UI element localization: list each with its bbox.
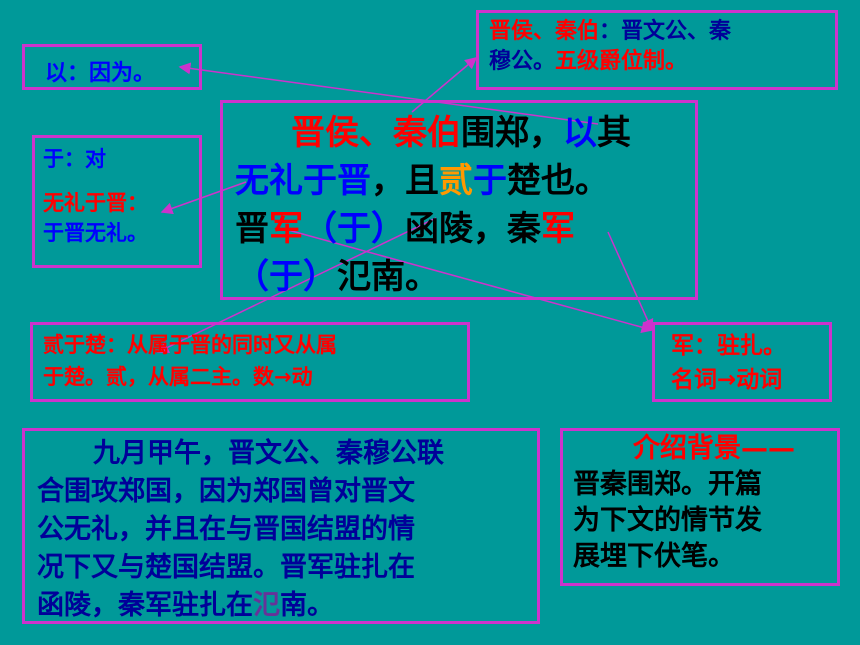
main-text: 函陵，秦: [405, 209, 541, 249]
main-text: 楚也。: [507, 161, 609, 201]
translation-line-4: 况下又与楚国结盟。晋军驻扎在: [37, 552, 415, 583]
main-text: 氾南。: [337, 257, 439, 297]
main-word-yu-omitted-2: （于）: [235, 257, 337, 297]
translation-line-5: 函陵，秦军驻扎在氾南。: [37, 587, 529, 625]
note-jin-system: 五级爵位制。: [555, 49, 688, 74]
note-jin-line2: 穆公。五级爵位制。: [489, 47, 835, 77]
background-line-2: 为下文的情节发: [573, 505, 762, 536]
main-line-2: 无礼于晋，且贰于楚也。: [235, 157, 695, 205]
main-word-yu-omitted-1: （于）: [303, 209, 405, 249]
note-yi-text: 以：因为。: [45, 61, 156, 86]
main-text: 其: [597, 113, 631, 153]
note-er-line2: 于楚。贰，从属二主。数→动: [43, 365, 313, 389]
translation-line-3: 公无礼，并且在与晋国结盟的情: [37, 514, 415, 545]
main-line-3: 晋军（于）函陵，秦军: [235, 205, 695, 253]
main-line-4: （于）氾南。: [235, 253, 695, 301]
note-jun: 军：驻扎。 名词→动词: [652, 322, 832, 402]
note-yu: 于：对 无礼于晋： 于晋无礼。: [32, 135, 202, 268]
main-word-yi: 以: [563, 113, 597, 153]
main-text: 围郑，: [461, 113, 563, 153]
background-dash: ——: [741, 433, 795, 464]
note-yu-line1: 于：对: [43, 147, 106, 171]
note-jin-line1: 晋侯、秦伯：晋文公、秦: [489, 17, 835, 47]
background-line-1: 晋秦围郑。开篇: [573, 469, 762, 500]
main-word-jun-1: 军: [269, 209, 303, 249]
translation-box: 九月甲午，晋文公、秦穆公联 合围攻郑国，因为郑国曾对晋文 公无礼，并且在与晋国结…: [22, 428, 540, 624]
note-yi: 以：因为。: [22, 44, 202, 90]
note-jin: 晋侯、秦伯：晋文公、秦 穆公。五级爵位制。: [476, 10, 838, 90]
translation-word-fan: 氾: [253, 590, 280, 621]
translation-line-1: 九月甲午，晋文公、秦穆公联: [93, 438, 444, 469]
main-word-yu: 于: [473, 161, 507, 201]
note-jun-line1: 军：驻扎。: [671, 333, 786, 359]
translation-text: 南。: [280, 590, 334, 621]
main-word-wuli: 无礼于晋: [235, 161, 371, 201]
main-passage: 晋侯、秦伯围郑，以其 无礼于晋，且贰于楚也。 晋军（于）函陵，秦军 （于）氾南。: [220, 100, 698, 300]
note-yu-line3: 于晋无礼。: [43, 221, 148, 245]
note-jin-def2: 穆公。: [489, 49, 556, 74]
note-jin-term: 晋侯、秦伯: [489, 19, 600, 44]
translation-text: 函陵，秦军驻扎在: [37, 590, 253, 621]
main-word-jinhou: 晋侯、秦伯: [291, 113, 461, 153]
main-line-1: 晋侯、秦伯围郑，以其: [235, 109, 695, 157]
note-jin-def: ：晋文公、秦: [599, 19, 732, 44]
background-line-3: 展埋下伏笔。: [573, 541, 735, 572]
main-word-jun-2: 军: [541, 209, 575, 249]
main-text: ，且: [371, 161, 439, 201]
main-text: 晋: [235, 209, 269, 249]
main-word-er: 贰: [439, 161, 473, 201]
note-er: 贰于楚：从属于晋的同时又从属 于楚。贰，从属二主。数→动: [30, 322, 470, 402]
background-box: 介绍背景—— 晋秦围郑。开篇 为下文的情节发 展埋下伏笔。: [560, 428, 840, 586]
background-title: 介绍背景: [633, 433, 741, 464]
note-yu-line2: 无礼于晋：: [43, 191, 148, 215]
note-jun-line2: 名词→动词: [671, 367, 783, 393]
note-er-line1: 贰于楚：从属于晋的同时又从属: [43, 333, 337, 357]
background-title-line: 介绍背景——: [573, 431, 831, 467]
translation-line-2: 合围攻郑国，因为郑国曾对晋文: [37, 476, 415, 507]
